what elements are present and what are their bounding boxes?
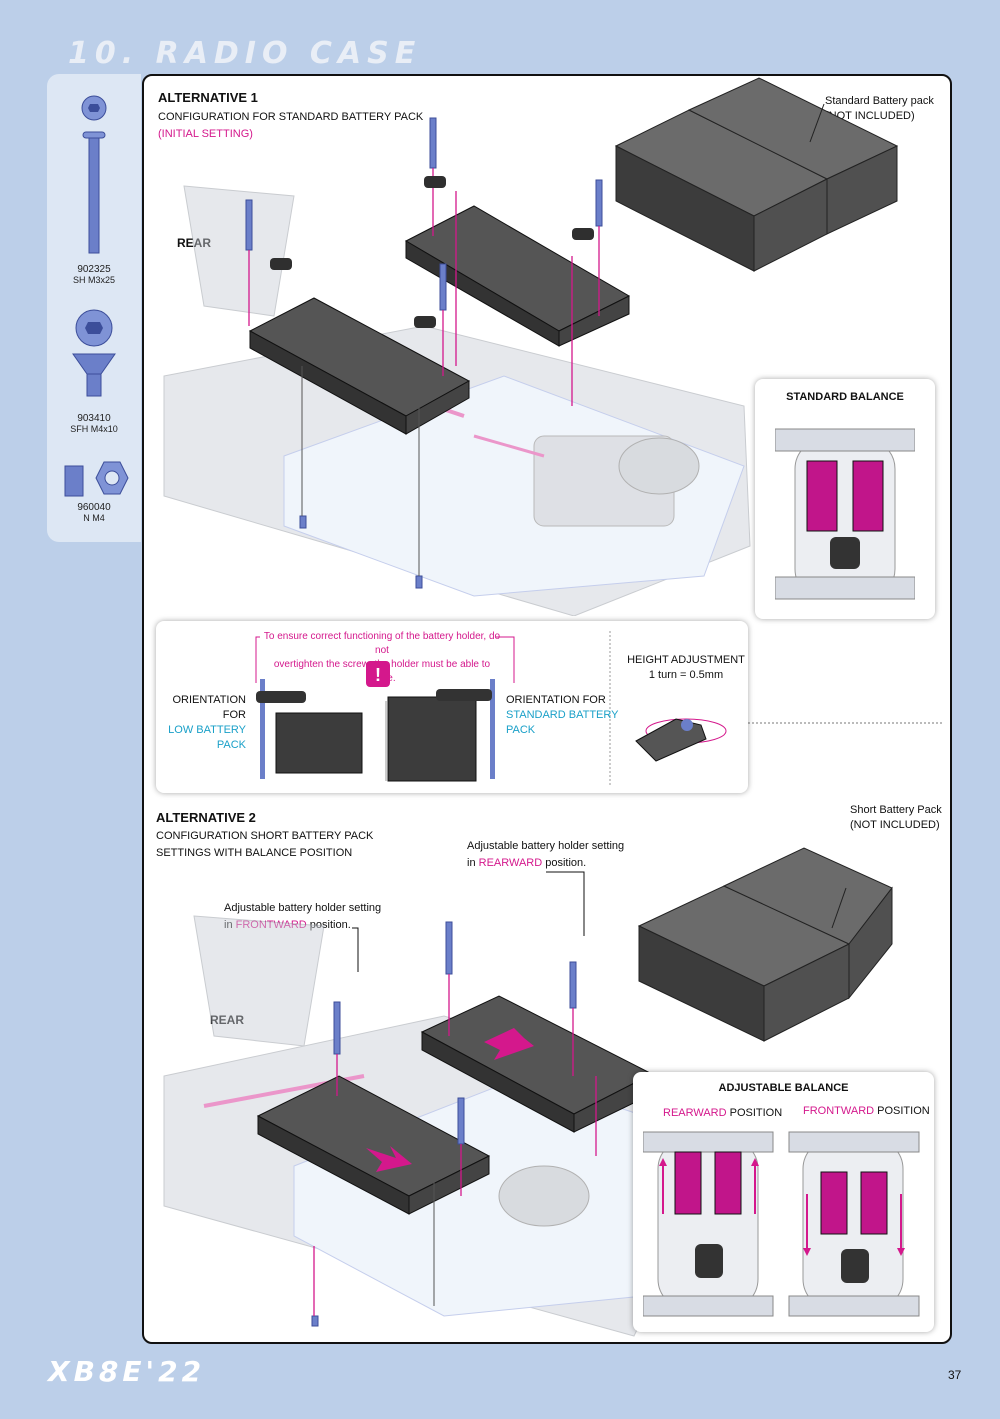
guide-lines — [248, 168, 600, 406]
battery-tray-rear-icon — [248, 297, 471, 435]
rearward-position-label: REARWARD POSITION — [663, 1107, 783, 1119]
battery-tray-front-icon — [404, 205, 631, 347]
alt1-battery-label: Standard Battery pack (NOT INCLUDED) — [825, 95, 934, 122]
alt1-title: ALTERNATIVE 1 — [158, 90, 258, 105]
arrow-rearward-icon — [484, 1028, 534, 1060]
section-title: 10. RADIO CASE — [68, 36, 422, 71]
frontward-note: Adjustable battery holder setting in FRO… — [224, 902, 382, 931]
alt1-rear-label: REAR — [177, 236, 211, 250]
height-adjustment: HEIGHT ADJUSTMENT 1 turn = 0.5mm — [627, 654, 745, 681]
page-number: 37 — [948, 1368, 962, 1382]
standard-balance-box: STANDARD BALANCE — [755, 379, 935, 619]
instruction-panel: ALTERNATIVE 1 CONFIGURATION FOR STANDARD… — [142, 74, 952, 1344]
screws-2-icon — [311, 921, 577, 1327]
alt2-battery-label: Short Battery Pack (NOT INCLUDED) — [850, 804, 942, 831]
alt2-illustration — [163, 847, 893, 1337]
screw-sfh-m4x10-icon — [72, 309, 116, 397]
battery-tray-rear-2-icon — [256, 1075, 491, 1215]
low-battery-label: ORIENTATION FOR LOW BATTERY PACK — [168, 694, 246, 751]
arrow-frontward-icon — [366, 1146, 412, 1172]
parts-illustrations — [64, 95, 129, 497]
rearward-note: Adjustable battery holder setting in REA… — [467, 840, 625, 869]
dashed-lines — [301, 366, 420, 576]
svg-text:!: ! — [375, 665, 381, 685]
adjustable-balance-diagram — [643, 1131, 920, 1317]
frontward-diagram — [788, 1131, 920, 1317]
footer-logo: XB8E'22 — [48, 1355, 206, 1388]
screw-sh-m3x25-icon — [81, 95, 107, 254]
alt1-subtitle: CONFIGURATION FOR STANDARD BATTERY PACK … — [158, 111, 424, 140]
rearward-diagram — [643, 1131, 774, 1317]
short-battery-pack-icon — [637, 847, 893, 1042]
holders-icon — [270, 176, 594, 328]
standard-balance-title: STANDARD BALANCE — [786, 391, 904, 403]
battery-tray-front-2-icon — [420, 995, 654, 1133]
alt1-illustration — [163, 77, 899, 616]
chassis-faded — [163, 185, 751, 616]
alt2-title: ALTERNATIVE 2 — [156, 810, 256, 825]
alt2-subtitle: CONFIGURATION SHORT BATTERY PACK SETTING… — [156, 830, 374, 859]
standard-battery-label: ORIENTATION FOR STANDARD BATTERY PACK — [506, 694, 619, 736]
guide-lines-2 — [313, 974, 597, 1316]
nut-m4-icon — [64, 461, 129, 497]
adjustable-balance-box: ADJUSTABLE BALANCE REARWARD POSITION FRO… — [633, 1072, 934, 1332]
dotted-divider — [744, 722, 944, 724]
frontward-position-label: FRONTWARD POSITION — [803, 1105, 930, 1117]
adjustable-balance-title: ADJUSTABLE BALANCE — [718, 1082, 849, 1094]
standard-battery-pack-icon — [614, 77, 899, 272]
warning-icon — [366, 661, 390, 687]
orientation-box: To ensure correct functioning of the bat… — [156, 621, 748, 793]
standard-balance-diagram — [775, 428, 915, 600]
orientation-diagram: ! — [255, 631, 727, 786]
alt2-rear-label: REAR — [210, 1013, 244, 1027]
